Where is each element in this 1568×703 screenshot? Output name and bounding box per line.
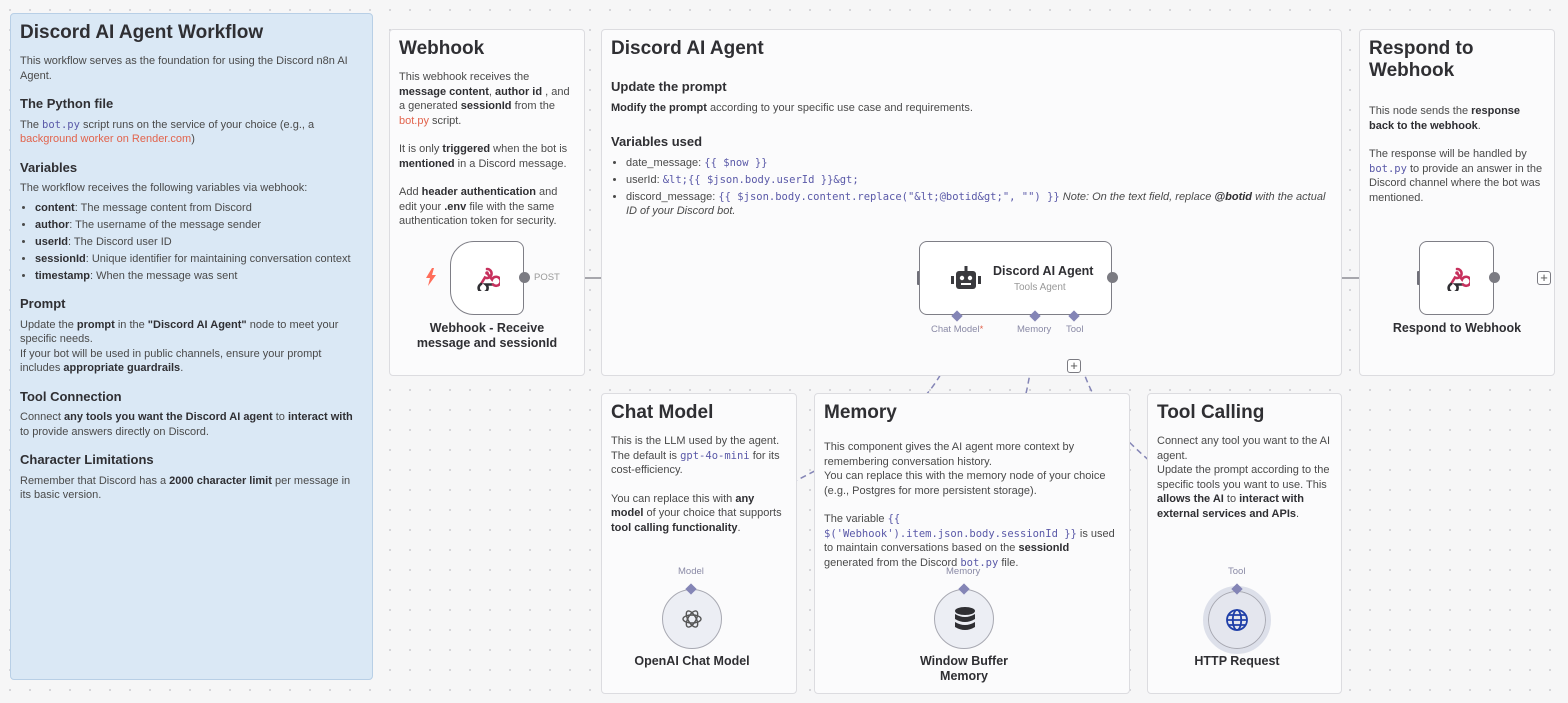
respond-paragraph-2: The response will be handled by bot.py t… bbox=[1369, 148, 1543, 204]
add-node-button[interactable]: + bbox=[1537, 271, 1551, 285]
list-item: author: The username of the message send… bbox=[35, 218, 363, 233]
port-label-tool: Tool bbox=[1066, 324, 1084, 335]
respond-output-handle[interactable] bbox=[1489, 272, 1500, 283]
section-heading-characters: Character Limitations bbox=[20, 452, 154, 467]
port-label-memory: Memory bbox=[1017, 324, 1052, 335]
sticky-note-memory[interactable]: Memory This component gives the AI agent… bbox=[814, 393, 1130, 694]
sticky-note-respond[interactable]: Respond to Webhook This node sends the r… bbox=[1359, 29, 1555, 376]
list-item: userId: &lt;{{ $json.body.userId }}&gt; bbox=[626, 173, 1332, 188]
sticky-title: Memory bbox=[824, 402, 897, 423]
agent-output-handle[interactable] bbox=[1107, 272, 1118, 283]
section-heading-update-prompt: Update the prompt bbox=[611, 79, 727, 94]
window-buffer-memory-node[interactable] bbox=[934, 589, 994, 649]
sticky-note-workflow-overview[interactable]: Discord AI Agent Workflow This workflow … bbox=[10, 13, 373, 680]
memory-paragraph-1: This component gives the AI agent more c… bbox=[824, 441, 1075, 468]
list-item: userId: The Discord user ID bbox=[35, 235, 363, 250]
python-paragraph: The bot.py script runs on the service of… bbox=[20, 118, 315, 146]
tool-paragraph: Connect any tools you want the Discord A… bbox=[20, 411, 353, 438]
variables-intro: The workflow receives the following vari… bbox=[20, 182, 308, 194]
port-label-model: Model bbox=[678, 566, 704, 577]
respond-paragraph-1: This node sends the response back to the… bbox=[1369, 105, 1521, 132]
webhook-icon bbox=[1444, 265, 1472, 296]
sticky-intro: This workflow serves as the foundation f… bbox=[20, 55, 348, 82]
sticky-title: Chat Model bbox=[611, 402, 714, 423]
webhook-icon bbox=[474, 265, 502, 296]
globe-icon bbox=[1225, 608, 1249, 637]
database-icon bbox=[954, 606, 976, 637]
section-heading-python: The Python file bbox=[20, 96, 114, 111]
section-heading-variables: Variables bbox=[20, 159, 78, 175]
webhook-node[interactable] bbox=[450, 241, 524, 315]
respond-to-webhook-node[interactable] bbox=[1419, 241, 1494, 315]
memory-node-label: Window Buffer Memory bbox=[919, 654, 1009, 683]
respond-node-label: Respond to Webhook bbox=[1392, 321, 1522, 335]
port-label-post: POST bbox=[534, 272, 560, 283]
tool-paragraph-1: Connect any tool you want to the AI agen… bbox=[1157, 435, 1331, 462]
openai-icon bbox=[680, 607, 704, 636]
agent-node-subtitle: Tools Agent bbox=[1014, 282, 1066, 293]
section-heading-variables-used: Variables used bbox=[611, 134, 703, 149]
list-item: timestamp: When the message was sent bbox=[35, 269, 363, 284]
webhook-paragraph-2: It is only triggered when the bot is men… bbox=[399, 143, 568, 170]
chat-paragraph-2: You can replace this with any model of y… bbox=[611, 492, 782, 534]
add-tool-button[interactable]: + bbox=[1067, 359, 1081, 373]
variables-list: content: The message content from Discor… bbox=[20, 201, 363, 284]
agent-variables-list: date_message: {{ $now }} userId: &lt;{{ … bbox=[611, 156, 1332, 219]
update-paragraph: Modify the prompt according to your spec… bbox=[611, 101, 973, 114]
sticky-title: Webhook bbox=[399, 38, 485, 59]
list-item: sessionId: Unique identifier for maintai… bbox=[35, 252, 363, 267]
webhook-node-label: Webhook - Receive message and sessionId bbox=[416, 321, 558, 350]
prompt-paragraph-2: If your bot will be used in public chann… bbox=[20, 347, 322, 375]
http-node-label: HTTP Request bbox=[1194, 654, 1280, 668]
port-label-memory-node: Memory bbox=[946, 566, 981, 577]
render-link[interactable]: background worker on Render.com bbox=[20, 133, 192, 145]
sticky-title: Tool Calling bbox=[1157, 402, 1265, 423]
sticky-note-webhook[interactable]: Webhook This webhook receives the messag… bbox=[389, 29, 585, 376]
webhook-paragraph-1: This webhook receives the message conten… bbox=[399, 71, 570, 127]
section-heading-prompt: Prompt bbox=[20, 296, 66, 311]
sticky-title: Discord AI Agent Workflow bbox=[20, 22, 264, 43]
list-item: discord_message: {{ $json.body.content.r… bbox=[626, 190, 1332, 219]
sticky-title: Discord AI Agent bbox=[611, 38, 764, 59]
memory-paragraph-2: The variable {{ $('Webhook').item.json.b… bbox=[824, 513, 1115, 569]
list-item: date_message: {{ $now }} bbox=[626, 156, 1332, 171]
discord-ai-agent-node[interactable]: Discord AI Agent Tools Agent bbox=[919, 241, 1112, 315]
agent-node-title: Discord AI Agent bbox=[993, 264, 1094, 278]
chat-paragraph-1: This is the LLM used by the agent. The d… bbox=[611, 435, 780, 476]
memory-paragraph-1b: You can replace this with the memory nod… bbox=[824, 470, 1106, 497]
webhook-paragraph-3: Add header authentication and edit your … bbox=[399, 186, 558, 227]
webhook-output-handle[interactable] bbox=[519, 272, 530, 283]
section-heading-tool: Tool Connection bbox=[20, 388, 122, 404]
sticky-note-agent[interactable]: Discord AI Agent Update the prompt Modif… bbox=[601, 29, 1342, 376]
port-label-tool-node: Tool bbox=[1228, 566, 1246, 577]
list-item: content: The message content from Discor… bbox=[35, 201, 363, 216]
char-paragraph: Remember that Discord has a 2000 charact… bbox=[20, 474, 351, 502]
http-request-node[interactable] bbox=[1203, 586, 1271, 654]
tool-paragraph-2: Update the prompt according to the speci… bbox=[1157, 464, 1330, 520]
prompt-paragraph: Update the prompt in the "Discord AI Age… bbox=[20, 318, 339, 346]
openai-chat-model-node[interactable] bbox=[662, 589, 722, 649]
robot-icon bbox=[951, 266, 981, 297]
sticky-title: Respond to Webhook bbox=[1369, 38, 1474, 81]
sticky-note-chat-model[interactable]: Chat Model This is the LLM used by the a… bbox=[601, 393, 797, 694]
trigger-bolt-icon bbox=[425, 268, 437, 291]
openai-node-label: OpenAI Chat Model bbox=[634, 654, 750, 668]
port-label-chat-model: Chat Model* bbox=[931, 324, 984, 335]
